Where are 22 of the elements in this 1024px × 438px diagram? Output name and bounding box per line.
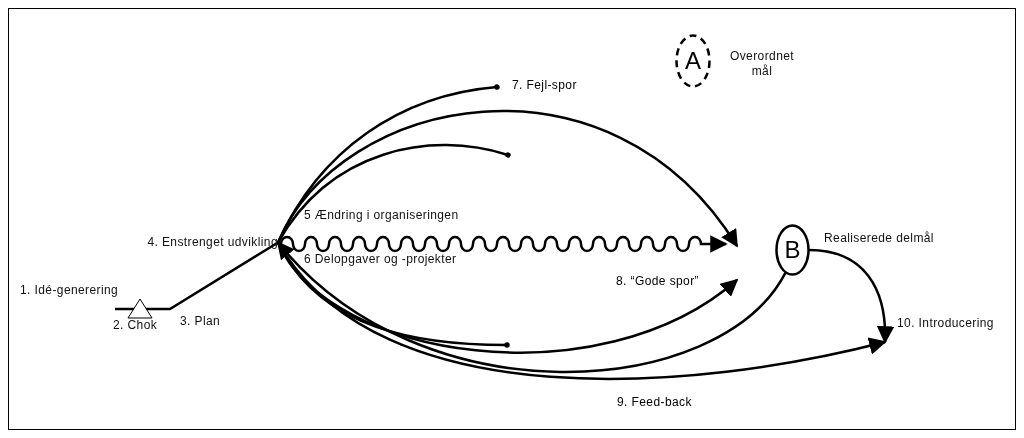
stage-label: 10. Introducering (885, 312, 1015, 342)
goal-letter: A (684, 46, 702, 76)
stage-label: 4. Enstrenget udvikling (116, 234, 278, 251)
edge-label: 9. Feed-back (615, 395, 694, 409)
goal-ellipse (775, 224, 810, 276)
goal-caption: Overordnet mål (729, 49, 795, 79)
goal-ellipse (675, 34, 711, 88)
curved-arrow (276, 110, 739, 248)
curved-arrow (808, 248, 894, 344)
stage-label: 3. Plan (180, 314, 221, 328)
stage-label: 1. Idé-generering (20, 283, 119, 297)
goal-caption: Realiserede delmål (824, 231, 935, 246)
edge-label: 7. Fejl-spor (510, 78, 579, 92)
curved-line (276, 143, 511, 244)
curved-arrow (277, 241, 887, 381)
stage-label: 2. Chok (113, 318, 158, 332)
wavy-arrow (277, 235, 728, 253)
edge-label: 8. “Gode spor” (614, 274, 701, 288)
goal-letter: B (783, 235, 802, 265)
stage-label: 6 Delopgaver og -projekter (304, 252, 457, 266)
curved-arrow (276, 241, 787, 374)
stage-label: 5 Ændring i organiseringen (304, 208, 459, 222)
